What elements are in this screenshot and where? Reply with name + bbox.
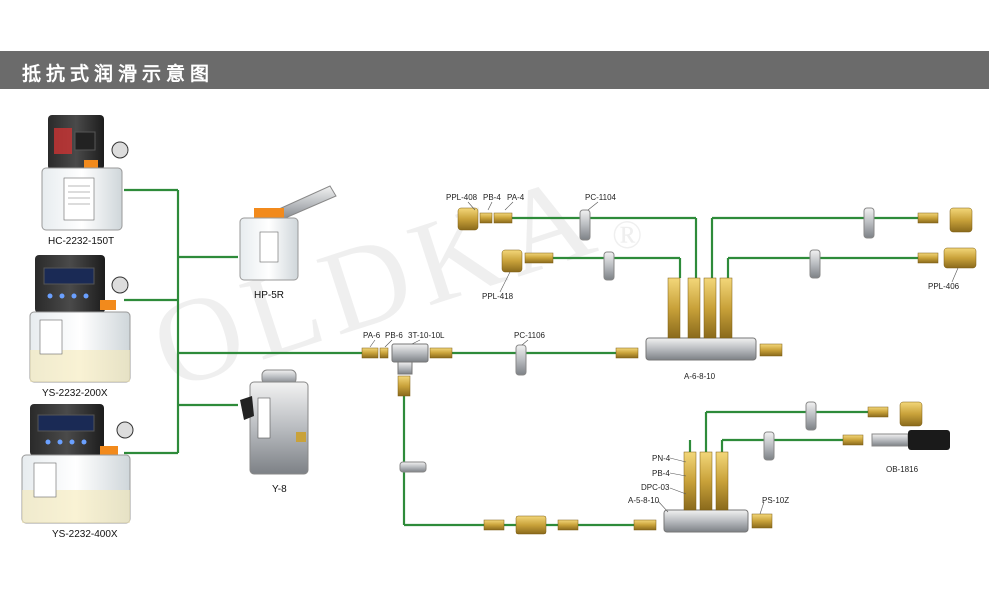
pump-ys-2232-400x: YS-2232-400X bbox=[21, 404, 134, 540]
clamp bbox=[763, 431, 775, 461]
label-pb-6: PB-6 bbox=[385, 331, 403, 340]
nozzle-ob-1816 bbox=[842, 430, 950, 450]
pump-ys-2232-200x: YS-2232-200X bbox=[29, 255, 131, 399]
label-ppl-406: PPL-406 bbox=[928, 282, 960, 291]
pump-hc-2232-150t: HC-2232-150T bbox=[41, 115, 129, 247]
label-ppl-408: PPL-408 bbox=[446, 193, 478, 202]
label-3t-10-10l: 3T-10-10L bbox=[408, 331, 445, 340]
fitting-pa-6 bbox=[361, 347, 379, 359]
label-pb-4-bottom: PB-4 bbox=[652, 469, 670, 478]
pump-label: HC-2232-150T bbox=[48, 236, 114, 247]
distributor-a-5-8-10 bbox=[663, 451, 773, 533]
pump-label: YS-2232-400X bbox=[52, 529, 118, 540]
fitting-ppl-406 bbox=[917, 247, 977, 269]
clamp bbox=[805, 401, 817, 431]
label-ps-10z: PS-10Z bbox=[762, 496, 789, 505]
clamp bbox=[809, 249, 821, 279]
clamp-pc-1104 bbox=[579, 209, 591, 241]
watermark-mark: ® bbox=[612, 212, 642, 257]
pump-label: YS-2232-200X bbox=[42, 388, 108, 399]
fitting-bottom-right bbox=[867, 401, 923, 427]
label-pa-6: PA-6 bbox=[363, 331, 381, 340]
label-pb-4: PB-4 bbox=[483, 193, 501, 202]
label-a-6-8-10: A-6-8-10 bbox=[684, 372, 716, 381]
clamp-vertical bbox=[399, 461, 427, 473]
label-pn-4: PN-4 bbox=[652, 454, 671, 463]
bottom-line-fittings bbox=[483, 515, 657, 535]
page-title: 抵抗式润滑示意图 bbox=[22, 63, 215, 85]
clamp-pc-1106 bbox=[515, 344, 527, 376]
pump-hp-5r: HP-5R bbox=[239, 185, 337, 301]
fitting-right-top bbox=[917, 207, 973, 233]
header-bar: 抵抗式润滑示意图 bbox=[0, 51, 989, 89]
fitting-pb-6 bbox=[379, 347, 389, 359]
tee-3t-10-10l bbox=[391, 343, 453, 397]
label-pa-4: PA-4 bbox=[507, 193, 525, 202]
clamp bbox=[863, 207, 875, 239]
watermark: OLDKA ® bbox=[137, 146, 642, 415]
pipe-network bbox=[124, 188, 918, 527]
pump-label: Y-8 bbox=[272, 484, 287, 495]
label-a-5-8-10: A-5-8-10 bbox=[628, 496, 660, 505]
distributor-a-6-8-10 bbox=[645, 277, 783, 361]
pump-label: HP-5R bbox=[254, 290, 284, 301]
fitting-a6-inlet bbox=[615, 347, 639, 359]
label-pc-1104: PC-1104 bbox=[585, 193, 617, 202]
pump-y-8: Y-8 bbox=[240, 369, 309, 495]
label-ppl-418: PPL-418 bbox=[482, 292, 514, 301]
label-ob-1816: OB-1816 bbox=[886, 465, 919, 474]
clamp bbox=[603, 251, 615, 281]
fitting-ppl-408 bbox=[457, 207, 513, 231]
fitting-ppl-418 bbox=[501, 249, 554, 273]
label-pc-1106: PC-1106 bbox=[514, 331, 546, 340]
leader-lines bbox=[369, 201, 959, 515]
watermark-text: OLDKA bbox=[137, 146, 616, 415]
label-dpc-03: DPC-03 bbox=[641, 483, 670, 492]
